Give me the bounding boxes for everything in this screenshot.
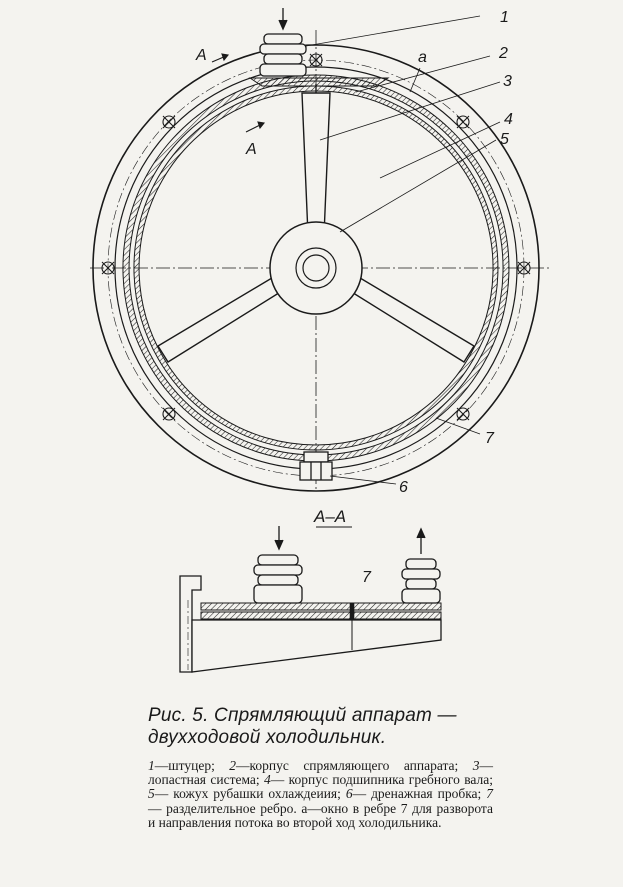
label-a: а bbox=[418, 49, 427, 66]
section-mark-a1: А bbox=[195, 47, 207, 64]
section-fitting-out bbox=[401, 527, 441, 604]
section-fitting-in bbox=[253, 526, 303, 604]
label-7: 7 bbox=[485, 430, 495, 447]
section-wall-outer bbox=[200, 602, 442, 611]
labels: 1 а 2 3 4 5 7 6 А А А–А 7 bbox=[195, 9, 513, 586]
section-body bbox=[191, 619, 442, 673]
section-mark-a2: А bbox=[245, 141, 257, 158]
legend-item: 6— дренажная пробка; bbox=[345, 786, 487, 802]
bearing-housing bbox=[269, 221, 363, 315]
label-1: 1 bbox=[500, 9, 509, 26]
bolt-holes bbox=[101, 53, 531, 421]
front-view bbox=[90, 8, 550, 492]
section-rib-7 bbox=[349, 602, 355, 620]
label-5: 5 bbox=[500, 131, 509, 148]
legend-item: 5— кожух рубашки охлаждеиия; bbox=[148, 786, 346, 802]
section-marks bbox=[211, 53, 266, 133]
figure-caption: Рис. 5. Спрямляющий аппарат — двухходово… bbox=[148, 705, 493, 830]
label-2: 2 bbox=[498, 45, 508, 62]
legend-item: 4— корпус подшипника гребного вала; bbox=[264, 772, 493, 788]
label-3: 3 bbox=[503, 73, 512, 90]
legend-item: 7— разделительное ребро. bbox=[148, 786, 493, 816]
legend-item: 1—штуцер; bbox=[148, 758, 230, 773]
section-title: А–А bbox=[313, 507, 346, 526]
legend-tail: а—окно в ребре 7 для разворота и направл… bbox=[148, 800, 493, 830]
legend-item: 2—корпус спрямляющего аппарата; bbox=[229, 758, 473, 773]
diagram-drawing: 1 а 2 3 4 5 7 6 А А А–А 7 bbox=[90, 8, 550, 673]
caption-title-line1: Рис. 5. Спрямляющий аппарат — bbox=[148, 705, 457, 726]
caption-legend: 1—штуцер; 2—корпус спрямляющего аппарата… bbox=[148, 758, 493, 830]
drain-plug bbox=[299, 451, 333, 481]
straightener-housing bbox=[133, 85, 499, 451]
section-wall-inner bbox=[200, 611, 442, 620]
section-view bbox=[179, 526, 442, 673]
section-label-7: 7 bbox=[362, 569, 372, 586]
section-flange bbox=[179, 575, 202, 673]
caption-title: Рис. 5. Спрямляющий аппарат — двухходово… bbox=[148, 705, 493, 749]
legend-item: 3— лопастная система; bbox=[148, 758, 493, 788]
leader-lines bbox=[305, 15, 501, 485]
label-4: 4 bbox=[504, 111, 513, 128]
caption-title-line2: двухходовой холодильник. bbox=[148, 727, 387, 748]
fitting bbox=[259, 8, 307, 77]
outer-flange bbox=[92, 44, 540, 492]
top-header bbox=[248, 77, 390, 87]
label-6: 6 bbox=[399, 479, 408, 496]
